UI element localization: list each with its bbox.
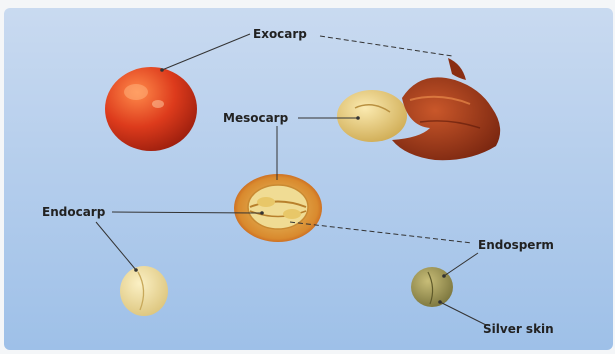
label-exocarp: Exocarp [253,27,307,41]
whole-cherry [105,67,197,151]
label-endosperm: Endosperm [478,238,554,252]
parchment-bean [120,266,168,316]
cherry-cross-section [234,174,322,242]
photo-background [4,8,613,350]
label-endocarp: Endocarp [42,205,106,219]
label-mesocarp: Mesocarp [223,111,289,125]
green-bean [411,267,453,307]
exposed-pulp [337,90,407,142]
label-silver-skin: Silver skin [483,322,554,336]
